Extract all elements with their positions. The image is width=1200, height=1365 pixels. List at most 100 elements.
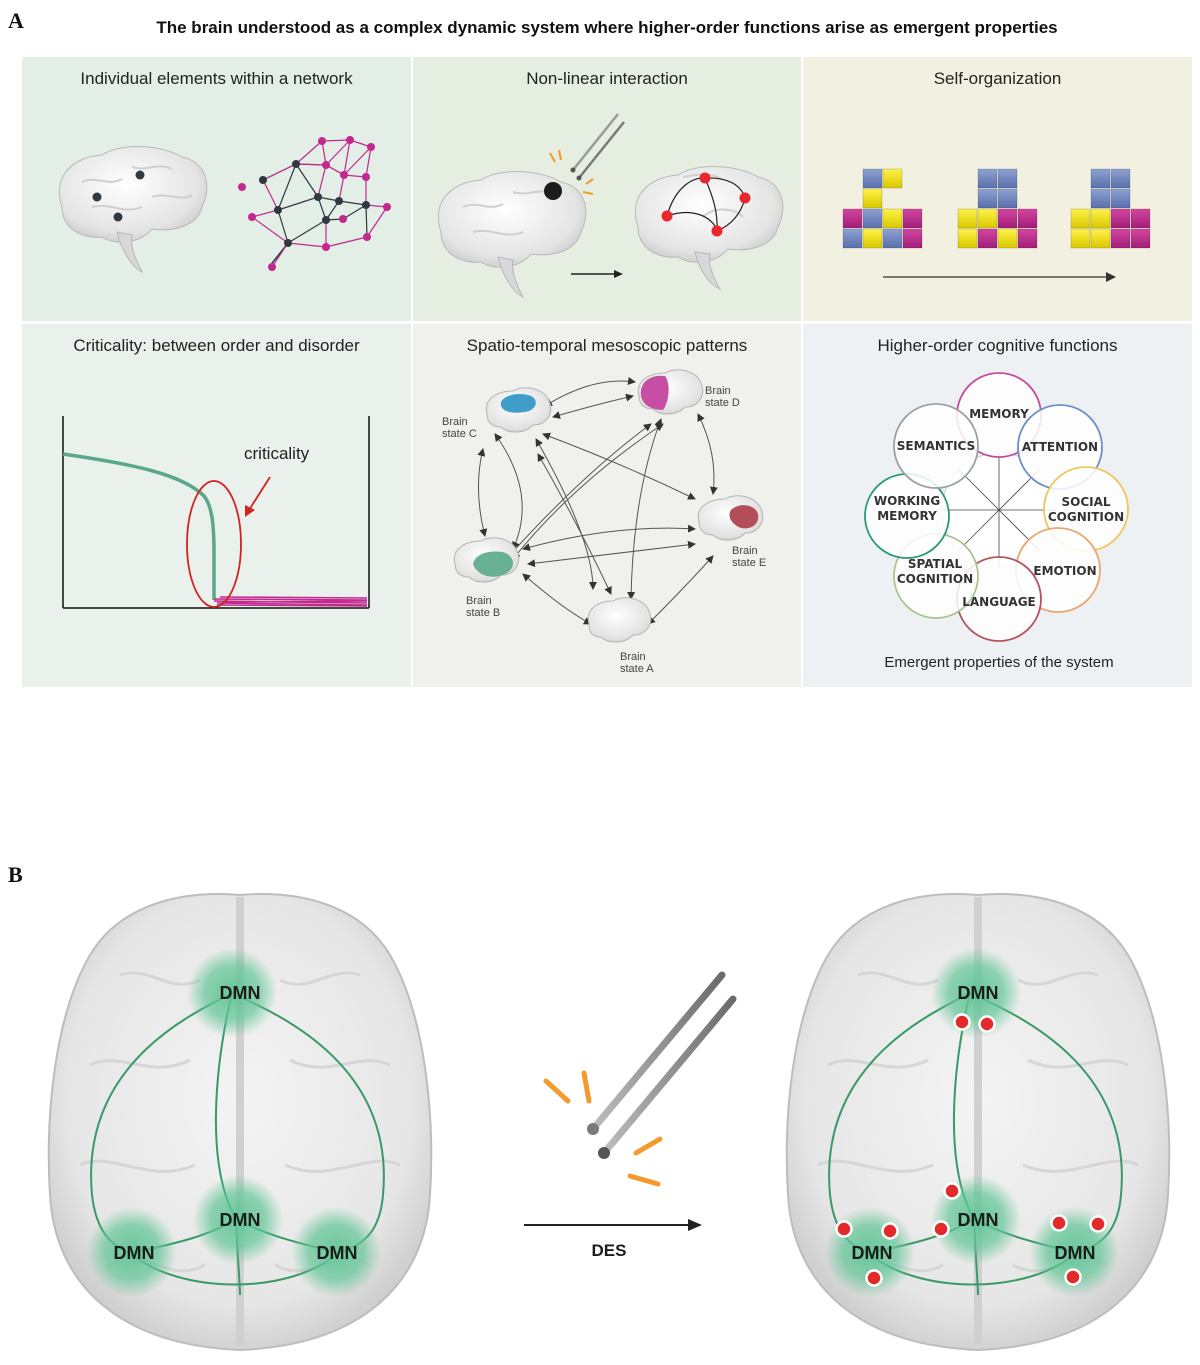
des-arrow-icon: [524, 1219, 702, 1231]
panel-b-illustration: DMN DMN DMN DMN DES: [47, 893, 1171, 1352]
block-cube: [977, 168, 998, 189]
block-cube: [1017, 208, 1038, 229]
dmn-glow-top: [187, 948, 277, 1038]
cell-title-criticality: Criticality: between order and disorder: [73, 336, 360, 355]
block-cube: [957, 228, 978, 249]
dmn-glow-top: [931, 948, 1021, 1038]
dmn-label: DMN: [114, 1243, 155, 1263]
block-cube: [1110, 228, 1131, 249]
social-label: SOCIAL: [1061, 495, 1110, 509]
block-cube: [1070, 208, 1091, 229]
block-cube: [977, 188, 998, 209]
dmn-label: DMN: [220, 1210, 261, 1230]
semantics-circle: [893, 403, 979, 489]
svg-text:Brain: Brain: [620, 651, 646, 663]
block-cube: [1090, 228, 1111, 249]
block-cube: [862, 208, 883, 229]
attention-label: ATTENTION: [1022, 440, 1098, 454]
dmn-glow-left: [87, 1207, 177, 1297]
cell-spatiotemporal: Spatio-temporal mesoscopic patterns: [413, 324, 801, 687]
svg-text:Brain: Brain: [705, 385, 731, 397]
graph-network: [238, 136, 391, 271]
block-cube: [1110, 168, 1131, 189]
brain-state-c: Brain state C: [442, 387, 552, 440]
brain-state-e: Brain state E: [697, 495, 766, 569]
block-cube: [862, 188, 883, 209]
cell-title-selforg: Self-organization: [933, 69, 1062, 88]
svg-text:state C: state C: [442, 428, 477, 440]
emergent-footer: Emergent properties of the system: [884, 654, 1113, 671]
cell-individual-elements: Individual elements within a network: [22, 57, 411, 321]
criticality-ellipse: [186, 480, 242, 608]
cell-self-organization: Self-organization: [803, 57, 1192, 321]
block-cube: [977, 228, 998, 249]
brain-top-stimulated: DMN DMN DMN DMN: [785, 893, 1171, 1352]
svg-text:state B: state B: [466, 607, 500, 619]
svg-text:Brain: Brain: [466, 595, 492, 607]
block-cube: [957, 208, 978, 229]
disorder-lines: [213, 596, 368, 607]
svg-text:state D: state D: [705, 397, 740, 409]
stimulation-dots: [835, 1013, 1107, 1287]
cell-title-cognitive: Higher-order cognitive functions: [877, 336, 1118, 355]
block-cube: [1110, 188, 1131, 209]
block-cube: [1090, 208, 1111, 229]
block-cube: [882, 168, 903, 189]
panel-a-title: The brain understood as a complex dynami…: [156, 18, 1058, 37]
block-cube: [1070, 228, 1091, 249]
criticality-pointer: [248, 476, 271, 511]
des-label: DES: [592, 1241, 627, 1260]
working-label: WORKING: [874, 494, 940, 508]
cell-cognitive-functions: Higher-order cognitive functions MEMORY …: [803, 324, 1192, 687]
block-cube: [1017, 228, 1038, 249]
block-cube: [997, 188, 1018, 209]
block-cube: [1090, 168, 1111, 189]
cell-criticality: Criticality: between order and disorder …: [22, 324, 411, 687]
panel-a-letter: A: [8, 8, 24, 33]
brain-state-d: Brain state D: [637, 369, 740, 415]
cell-title-nonlinear: Non-linear interaction: [526, 69, 688, 88]
svg-text:COGNITION: COGNITION: [1048, 510, 1124, 524]
cell-nonlinear-interaction: Non-linear interaction: [413, 57, 801, 321]
block-cube: [977, 208, 998, 229]
brain-state-a: Brain state A: [587, 597, 654, 675]
language-label: LANGUAGE: [962, 595, 1036, 609]
block-cube: [1090, 188, 1111, 209]
block-cube: [1130, 228, 1151, 249]
dmn-glow-center: [193, 1175, 283, 1265]
spatial-label: SPATIAL: [908, 557, 963, 571]
svg-text:state E: state E: [732, 557, 766, 569]
dmn-label: DMN: [317, 1243, 358, 1263]
block-cube: [997, 228, 1018, 249]
criticality-plot: criticality: [62, 416, 370, 609]
brain-top-baseline: DMN DMN DMN DMN: [47, 893, 433, 1352]
time-arrow-icon: [883, 272, 1116, 282]
block-cube: [997, 168, 1018, 189]
panel-b-letter: B: [8, 862, 23, 887]
stimulated-brain-icon: [437, 171, 587, 299]
block-cube: [882, 208, 903, 229]
block-cube: [1130, 208, 1151, 229]
brain-states-graph: Brain state A Brain state B Brain state …: [442, 369, 766, 675]
dmn-glow-right: [291, 1207, 381, 1297]
block-cube: [902, 228, 923, 249]
connected-brain-icon: [634, 166, 784, 290]
semantics-label: SEMANTICS: [897, 439, 975, 453]
svg-text:state A: state A: [620, 663, 654, 675]
spark-icon: [543, 1070, 663, 1187]
dmn-label: DMN: [220, 983, 261, 1003]
cognitive-wheel: MEMORY ATTENTION SOCIAL COGNITION EMOTIO…: [864, 372, 1129, 671]
block-stacks: [842, 168, 1151, 249]
cell-title-individual: Individual elements within a network: [80, 69, 353, 88]
block-cube: [862, 168, 883, 189]
spark-icon: [549, 149, 594, 195]
block-cube: [902, 208, 923, 229]
electrode-icon: [570, 113, 625, 181]
dmn-label: DMN: [1055, 1243, 1096, 1263]
nonlinear-illustration: [437, 113, 784, 299]
svg-text:Brain: Brain: [732, 545, 758, 557]
dmn-label: DMN: [852, 1243, 893, 1263]
dmn-label: DMN: [958, 983, 999, 1003]
blocks-illustration: [842, 168, 1151, 282]
des-electrode-icon: [587, 971, 737, 1159]
